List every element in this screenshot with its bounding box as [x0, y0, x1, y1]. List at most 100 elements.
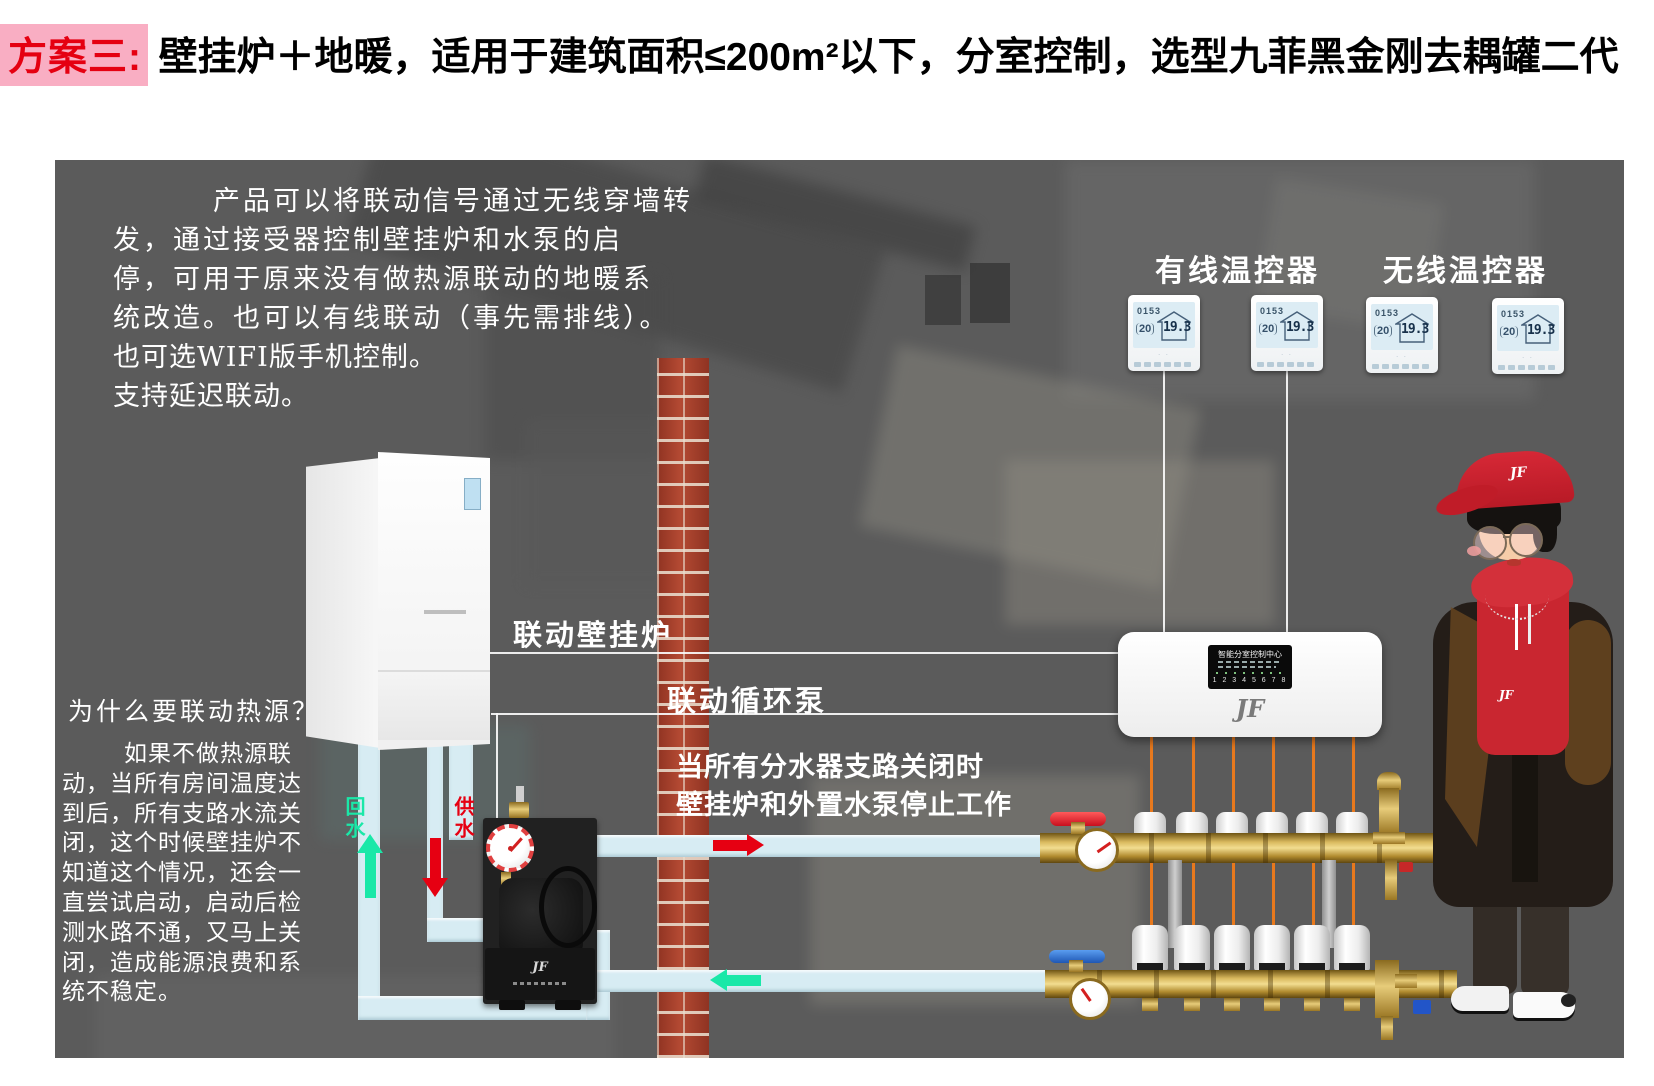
mascot-drawstring: [1515, 604, 1518, 650]
air-vent-body: [1379, 788, 1399, 834]
drain-cap-blue: [1413, 1000, 1431, 1014]
smart-control-center: 智能分室控制中心 1 2 3 4 5 6 7 8 JF: [1118, 632, 1382, 737]
all-closed-note-line2: 壁挂炉和外置水泵停止工作: [676, 790, 1012, 820]
why-line: 直尝试启动，启动后检: [62, 889, 302, 916]
manifold-valve-cap: [1134, 812, 1166, 836]
control-screen-channels: 1 2 3 4 5 6 7 8: [1212, 677, 1288, 684]
manifold-valve-cap: [1296, 812, 1328, 836]
title-badge: 方案三:: [0, 24, 148, 86]
manifold-valve-cap: [1176, 812, 1208, 836]
mascot-sneaker-toe: [1561, 994, 1576, 1007]
supply-ball-valve-red-handle: [1050, 812, 1106, 826]
picture-frame: [970, 263, 1010, 323]
why-line: 知道这个情况，还会一: [62, 860, 302, 887]
mascot-coat-sleeve: [1565, 620, 1611, 785]
page-title: 方案三: 壁挂炉＋地暖，适用于建筑面积≤200m²以下，分室控制，选型九菲黑金刚…: [0, 24, 1654, 86]
thermostat-wire-2: [1286, 371, 1288, 635]
control-screen-title: 智能分室控制中心: [1218, 650, 1282, 659]
intro-line: 产品可以将联动信号通过无线穿墙转: [213, 186, 693, 217]
why-line: 到后，所有支路水流关: [62, 800, 302, 827]
pump-link-wire: [491, 713, 1120, 715]
system-diagram-photo: 回水 供水 JF: [55, 160, 1624, 1058]
counter-hint: [525, 420, 670, 585]
mascot-hoodie-logo: JF: [1499, 688, 1514, 702]
thermostat-wireless-1: 0153 20 19.3 · ·: [1366, 297, 1438, 373]
control-center-logo: JF: [1235, 694, 1265, 723]
manifold-valve-cap: [1216, 812, 1248, 836]
why-paragraph: 如果不做热源联 动，当所有房间温度达 到后，所有支路水流关 闭，这个时候壁挂炉不…: [62, 740, 330, 1008]
return-end-fitting: [1375, 960, 1399, 1018]
control-center-screen: 智能分室控制中心 1 2 3 4 5 6 7 8: [1208, 645, 1292, 689]
intro-line: 发，通过接受器控制壁挂炉和水泵的启: [113, 225, 623, 256]
why-line: 统不稳定。: [62, 979, 182, 1006]
intro-line: 也可选WIFI版手机控制。: [113, 342, 437, 373]
why-line: 闭，造成能源浪费和系: [62, 949, 302, 976]
mascot-drawstring: [1528, 604, 1531, 644]
title-text: 壁挂炉＋地暖，适用于建筑面积≤200m²以下，分室控制，选型九菲黑金刚去耦罐二代: [158, 36, 1619, 79]
pump-base-box: JF: [485, 948, 595, 1000]
picture-frame: [925, 275, 961, 325]
intro-line: 停，可用于原来没有做热源联动的地暖系: [113, 264, 653, 295]
house-icon: 19.3: [1155, 311, 1193, 341]
circulation-pump-unit: JF: [483, 786, 597, 1010]
intro-paragraph: 产品可以将联动信号通过无线穿墙转 发，通过接受器控制壁挂炉和水泵的启 停，可用于…: [113, 182, 733, 416]
brick-chimney: [657, 358, 709, 1058]
pump-logo: JF: [532, 960, 548, 975]
mascot-glasses-lens: [1509, 523, 1543, 557]
return-water-label: 回水: [342, 796, 364, 840]
house-icon: 19.3: [1519, 314, 1557, 344]
why-line: 动，当所有房间温度达: [62, 770, 302, 797]
wall-hung-boiler: [306, 452, 490, 752]
pump-cable: [539, 866, 597, 948]
return-gauge: [1069, 978, 1111, 1020]
house-icon: 19.3: [1278, 311, 1316, 341]
thermostat-buttons: [1498, 365, 1558, 370]
drain-cap-red: [1399, 862, 1413, 872]
wired-thermostat-label: 有线温控器: [1155, 255, 1320, 288]
pump-link-label: 联动循环泵: [667, 686, 828, 718]
thermostat-time: 0153: [1137, 306, 1162, 316]
why-line: 测水路不通，又马上关: [62, 919, 302, 946]
boiler-link-label: 联动壁挂炉: [513, 620, 674, 652]
return-ball-valve-blue-handle: [1049, 950, 1105, 963]
why-heading: 为什么要联动热源？: [68, 697, 321, 726]
mascot-glasses-lens: [1473, 526, 1507, 560]
thermostat-buttons: [1257, 362, 1317, 367]
manifold-valve-cap: [1336, 812, 1368, 836]
thermostat-buttons: [1134, 362, 1194, 367]
thermostat-set-temp: 20: [1136, 323, 1155, 335]
intro-line: 统改造。也可以有线联动（事先需排线）。: [113, 303, 670, 334]
bed-hint-2: [1005, 460, 1275, 625]
house-icon: 19.3: [1393, 313, 1431, 343]
mascot-cap-logo: JF: [1509, 464, 1528, 482]
pump-feed-pipe: [449, 735, 473, 840]
thermostat-room-temp: 19.3: [1163, 320, 1191, 335]
intro-line: 支持延迟联动。: [113, 381, 309, 412]
mascot-chain-necklace: [1485, 570, 1549, 620]
air-vent-cap: [1377, 772, 1401, 790]
why-line: 如果不做热源联: [124, 741, 292, 767]
supply-main-pipe: [597, 835, 1060, 857]
pump-caption-mark: [513, 982, 567, 985]
supply-water-label: 供水: [451, 796, 473, 840]
mascot-sneaker: [1451, 986, 1509, 1011]
thermostat-wireless-2: 0153 20 19.3 · ·: [1492, 298, 1564, 374]
all-closed-note-line1: 当所有分水器支路关闭时: [676, 752, 984, 782]
return-main-pipe: [597, 970, 1052, 992]
wireless-thermostat-label: 无线温控器: [1383, 255, 1548, 288]
why-line: 闭，这个时候壁挂炉不: [62, 830, 302, 857]
mascot-mouth: [1507, 559, 1521, 566]
pump-pressure-gauge: [486, 824, 534, 872]
mascot-blush: [1467, 546, 1481, 556]
boiler-link-wire: [462, 652, 1120, 654]
pump-link-wire-drop: [496, 713, 498, 821]
thermostat-wire-1: [1163, 371, 1165, 635]
boiler-brand-mark: [424, 610, 466, 614]
mascot-character: JF JF: [1415, 447, 1624, 1024]
thermostat-buttons: [1372, 364, 1432, 369]
supply-gauge: [1075, 828, 1119, 872]
thermostat-logo-mark: · ·: [1158, 352, 1170, 358]
thermostat-wired-2: 0153 20 19.3 · ·: [1251, 295, 1323, 371]
manifold-valve-cap: [1256, 812, 1288, 836]
